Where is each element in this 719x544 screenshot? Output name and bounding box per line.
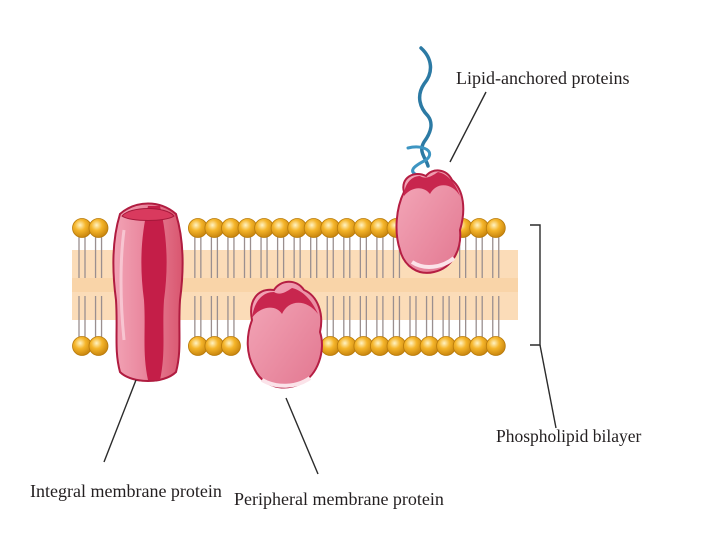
lipid-tail — [392, 296, 401, 338]
lipid-tail — [425, 296, 434, 338]
lipid-tail — [210, 296, 219, 338]
lipid-tail — [310, 236, 318, 278]
lipid-tail — [210, 236, 219, 278]
lipid-tail — [227, 296, 235, 338]
lipid-tail — [492, 236, 500, 278]
leader-bilayer — [539, 344, 557, 429]
lipid-tail — [475, 296, 483, 338]
label-lipid-anchored-proteins: Lipid-anchored proteins — [456, 68, 629, 88]
peripheral-membrane-protein — [246, 280, 323, 389]
lipid-head — [436, 336, 457, 356]
lipid-anchored-protein — [395, 46, 465, 274]
lipid-head — [88, 336, 109, 356]
lipid-tail — [343, 296, 351, 338]
lipid-tail — [376, 236, 384, 278]
lipid-head — [485, 336, 506, 356]
lipid-tail — [442, 296, 450, 338]
lipid-head — [469, 336, 490, 356]
lipid-tail — [376, 296, 384, 338]
lipid-tail — [194, 296, 202, 338]
leader-lipid-anchored — [449, 91, 487, 163]
lipid-head — [469, 218, 490, 238]
lipid-head — [336, 218, 357, 238]
lipid-tail — [78, 296, 86, 338]
lipid-head — [270, 218, 291, 238]
lipid-tail — [359, 236, 367, 278]
lipid-tail — [243, 236, 252, 278]
lipid-tail — [492, 296, 500, 338]
lipid-head — [369, 218, 390, 238]
lipid-tail — [260, 236, 268, 278]
label-phospholipid-bilayer: Phospholipid bilayer — [496, 426, 642, 446]
leader-peripheral — [285, 397, 319, 475]
bilayer-bracket — [530, 224, 541, 346]
lipid-head — [221, 336, 241, 356]
lipid-tail — [326, 296, 334, 338]
lipid-head — [336, 336, 357, 356]
lipid-head — [303, 218, 324, 238]
lipid-tail — [326, 236, 334, 278]
lipid-tail — [343, 236, 351, 278]
lipid-tail — [94, 236, 103, 278]
lipid-tails — [78, 236, 500, 338]
lipid-tail — [475, 236, 483, 278]
lipid-head — [204, 336, 225, 356]
lipid-tail — [94, 296, 103, 338]
lipid-tail — [459, 296, 467, 338]
lipid-head — [204, 218, 225, 238]
lipid-head — [485, 218, 506, 238]
lipid-head — [369, 336, 390, 356]
label-integral-membrane-protein: Integral membrane protein — [30, 481, 222, 501]
lipid-tail — [293, 236, 301, 278]
lipid-head — [88, 218, 109, 238]
lipid-head — [237, 218, 258, 238]
lipid-tail — [227, 236, 235, 278]
lipid-tail — [78, 236, 86, 278]
leader-integral — [103, 379, 137, 463]
lipid-head — [403, 336, 423, 356]
integral-membrane-protein — [112, 202, 184, 382]
lipid-tail — [359, 296, 367, 338]
lipid-anchor-chain — [417, 46, 433, 168]
lipid-tail — [276, 236, 285, 278]
label-peripheral-membrane-protein: Peripheral membrane protein — [234, 489, 444, 509]
lipid-tail — [194, 236, 202, 278]
inner-leaflet-heads — [72, 336, 506, 356]
lipid-tail — [409, 296, 417, 338]
